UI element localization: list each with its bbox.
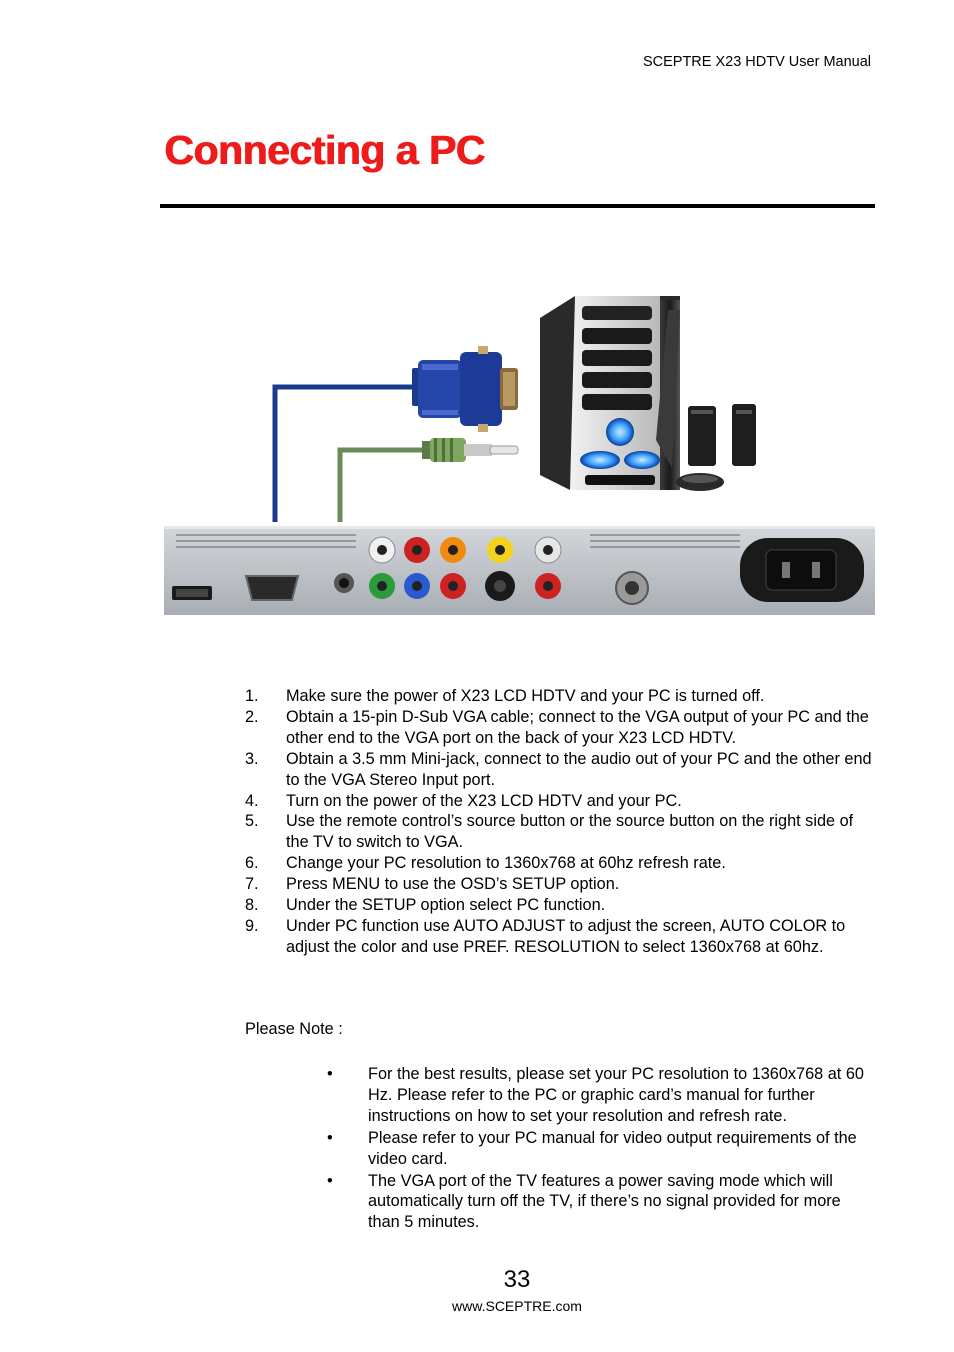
note-label: Please Note : bbox=[245, 1020, 343, 1038]
page-title: Connecting a PC bbox=[164, 127, 485, 173]
vga-cable bbox=[272, 384, 418, 522]
list-item: 5.Use the remote control’s source button… bbox=[245, 812, 854, 852]
page-number: 33 bbox=[503, 1266, 531, 1293]
list-item: 2.Obtain a 15-pin D-Sub VGA cable; conne… bbox=[245, 707, 869, 747]
vga-connector-icon bbox=[412, 346, 518, 432]
list-item: •The VGA port of the TV features a power… bbox=[327, 1171, 841, 1232]
list-item: 9.Under PC function use AUTO ADJUST to a… bbox=[245, 916, 846, 956]
audio-cable bbox=[337, 447, 423, 522]
manual-header-title: SCEPTRE X23 HDTV User Manual bbox=[642, 54, 871, 70]
speaker-icon bbox=[732, 404, 756, 466]
title-divider bbox=[160, 204, 875, 208]
keyboard-icon bbox=[656, 310, 680, 468]
speaker-icon bbox=[688, 406, 716, 466]
instruction-steps: 1.Make sure the power of X23 LCD HDTV an… bbox=[245, 686, 875, 958]
notes-list: •For the best results, please set your P… bbox=[327, 1064, 872, 1234]
footer-url: www.SCEPTRE.com bbox=[452, 1298, 582, 1314]
list-item: 3.Obtain a 3.5 mm Mini-jack, connect to … bbox=[245, 749, 872, 789]
mouse-icon bbox=[676, 473, 724, 491]
list-item: •Please refer to your PC manual for vide… bbox=[327, 1128, 857, 1168]
list-item: 1.Make sure the power of X23 LCD HDTV an… bbox=[245, 687, 765, 705]
list-item: 8.Under the SETUP option select PC funct… bbox=[245, 896, 606, 915]
bullet-icon: • bbox=[327, 1065, 333, 1083]
list-item: 4.Turn on the power of the X23 LCD HDTV … bbox=[245, 791, 682, 810]
list-item: 7.Press MENU to use the OSD’s SETUP opti… bbox=[245, 875, 620, 894]
connection-diagram bbox=[160, 290, 880, 620]
list-item: •For the best results, please set your P… bbox=[327, 1065, 864, 1125]
bullet-icon: • bbox=[327, 1128, 333, 1147]
tv-back-panel bbox=[164, 526, 875, 615]
list-item: 6.Change your PC resolution to 1360x768 … bbox=[245, 854, 726, 873]
pc-tower-icon bbox=[540, 296, 680, 490]
audio-jack-icon bbox=[422, 438, 519, 462]
bullet-icon: • bbox=[327, 1171, 333, 1190]
